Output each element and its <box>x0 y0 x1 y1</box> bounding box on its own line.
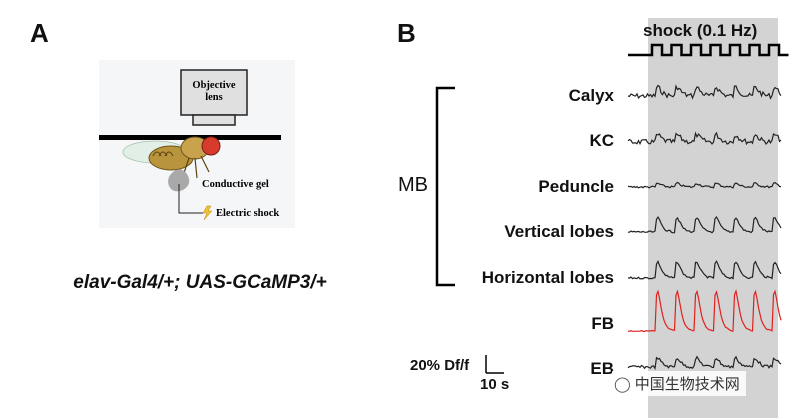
trace-label-calyx: Calyx <box>568 86 614 105</box>
experiment-setup-illustration: Objective lens Conductive gel Electric s… <box>99 60 295 228</box>
wechat-icon: ◯ <box>614 376 631 393</box>
panel-a-letter: A <box>30 18 49 48</box>
scale-bar-y-label: 20% Df/f <box>410 357 470 374</box>
stimulus-pulse-train <box>628 43 789 57</box>
lightning-icon <box>202 205 213 221</box>
electrode-wire <box>178 184 203 214</box>
trace-label-horizontal-lobes: Horizontal lobes <box>481 268 614 287</box>
mb-bracket <box>435 86 455 287</box>
objective-lens-tip <box>192 114 236 126</box>
trace-vertical-lobes <box>627 215 782 234</box>
objective-label-line2: lens <box>205 92 223 103</box>
trace-fb <box>627 288 782 333</box>
fly-icon <box>122 136 221 179</box>
trace-peduncle <box>627 181 782 189</box>
trace-label-fb: FB <box>591 314 614 333</box>
shock-label: Electric shock <box>216 208 279 219</box>
trace-label-vertical-lobes: Vertical lobes <box>504 222 614 241</box>
traces-layer <box>627 84 782 371</box>
mb-group-label: MB <box>398 174 428 196</box>
watermark: ◯中国生物技术网 <box>612 371 746 396</box>
panel-b-letter: B <box>397 18 416 48</box>
trace-kc <box>627 131 782 146</box>
objective-label-line1: Objective <box>192 80 235 91</box>
genotype-label: elav-Gal4/+; UAS-GCaMP3/+ <box>73 272 327 293</box>
stimulus-label: shock (0.1 Hz) <box>643 21 758 40</box>
trace-horizontal-lobes <box>627 259 782 280</box>
conductive-gel-blob <box>168 169 190 192</box>
trace-label-kc: KC <box>589 131 614 150</box>
gel-label: Conductive gel <box>202 179 269 190</box>
scale-bar-x-label: 10 s <box>480 376 510 393</box>
shock-period-shading <box>648 18 778 418</box>
trace-label-peduncle: Peduncle <box>538 177 614 196</box>
trace-label-eb: EB <box>590 359 614 378</box>
watermark-text: 中国生物技术网 <box>634 376 740 393</box>
objective-lens-body <box>180 69 248 116</box>
trace-calyx <box>627 84 782 100</box>
trace-eb <box>627 355 782 371</box>
